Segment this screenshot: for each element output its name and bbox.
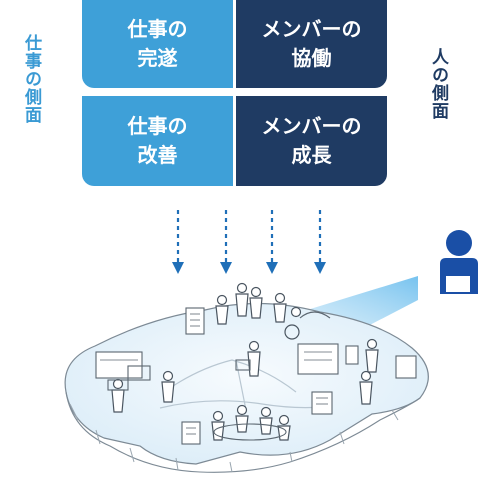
person-at-desk-icon [432, 230, 486, 300]
buildings [95, 307, 417, 445]
people-aspect-label: 人の側面 [428, 48, 448, 120]
quadrant-member-growth: メンバーの 成長 [236, 96, 387, 186]
desks [107, 311, 331, 441]
work-aspect-label: 仕事の側面 [21, 34, 41, 124]
quadrant-line2: 完遂 [137, 46, 178, 70]
people-figures [111, 282, 379, 441]
quadrant-line1: メンバーの [261, 114, 362, 138]
quadrant-line1: メンバーの [261, 17, 362, 41]
quadrant-work-completion: 仕事の 完遂 [82, 0, 233, 88]
quadrant-work-improvement: 仕事の 改善 [82, 96, 233, 186]
quadrant-line2: 改善 [137, 143, 178, 167]
arrow-heads [172, 262, 326, 274]
quadrant-line1: 仕事の [127, 114, 188, 138]
quadrant-line2: 成長 [291, 143, 332, 167]
quadrant-member-collaboration: メンバーの 協働 [236, 0, 387, 88]
building-windows [100, 313, 332, 435]
quadrant-line2: 協働 [291, 46, 332, 70]
quadrant-line1: 仕事の [127, 17, 188, 41]
dashed-arrows [176, 210, 322, 262]
